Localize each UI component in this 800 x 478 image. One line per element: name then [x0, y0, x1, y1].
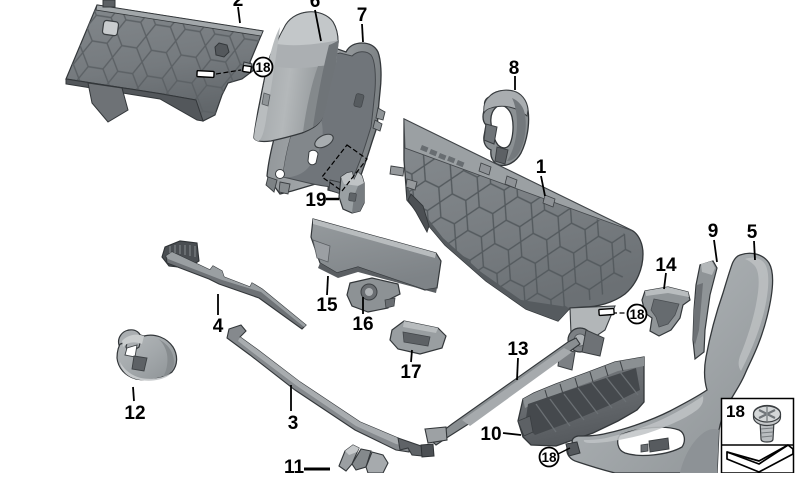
svg-text:18: 18 [629, 307, 645, 322]
svg-text:18: 18 [541, 450, 557, 465]
svg-text:5: 5 [747, 222, 758, 243]
svg-text:18: 18 [255, 60, 271, 75]
svg-text:7: 7 [357, 5, 368, 26]
svg-text:9: 9 [708, 221, 719, 242]
svg-text:3: 3 [288, 413, 299, 434]
svg-text:15: 15 [316, 295, 338, 316]
svg-text:12: 12 [124, 403, 145, 424]
svg-text:13: 13 [507, 339, 528, 360]
svg-text:1: 1 [536, 157, 547, 178]
svg-text:6: 6 [310, 0, 321, 12]
svg-text:11: 11 [284, 457, 305, 473]
svg-text:17: 17 [400, 362, 421, 383]
svg-text:10: 10 [480, 424, 501, 445]
svg-text:16: 16 [352, 314, 373, 335]
svg-text:19: 19 [305, 190, 326, 211]
svg-text:2: 2 [233, 0, 244, 11]
svg-text:14: 14 [655, 255, 677, 276]
svg-text:8: 8 [509, 58, 520, 79]
svg-text:4: 4 [213, 316, 224, 337]
svg-text:18: 18 [726, 402, 745, 421]
